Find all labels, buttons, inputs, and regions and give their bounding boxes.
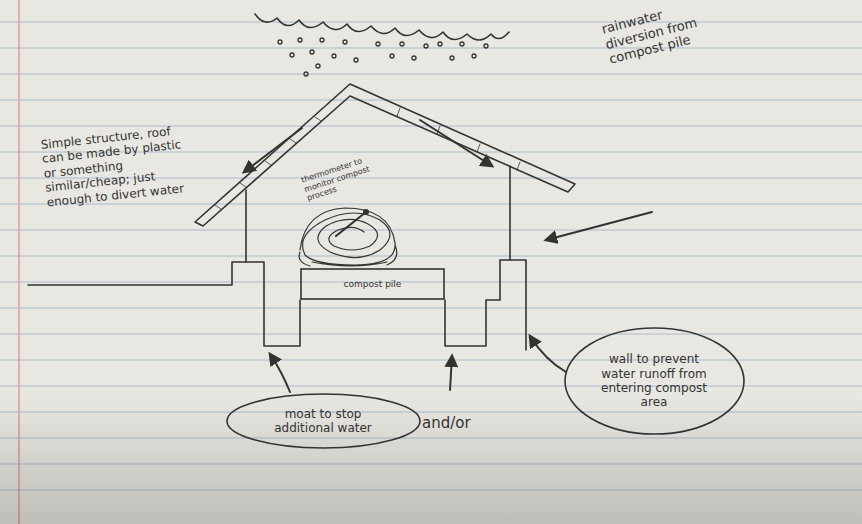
outline [565,328,744,434]
node-text: compost pile [333,279,413,290]
structure-note: Simple structure, roof can be made by pl… [40,122,197,209]
structure-posts [246,166,510,262]
node-text: moat to stop additional water [258,407,388,436]
and-or-note: and/or [422,414,482,432]
thermometer-note: thermometer to monitor compost process [300,152,383,203]
diversion-note: rainwater diversion from compost pile [600,0,728,67]
moat-oval: moat to stop additional water [225,392,422,450]
wall-oval: wall to prevent water runoff from enteri… [563,326,746,436]
raindrops [278,38,488,76]
outline [227,394,420,448]
roof-hatching [215,108,520,209]
compost-pile-scribble [299,208,397,266]
arrows [244,120,652,392]
roof [195,84,575,226]
outline [301,269,444,299]
ground-moat-wall [28,260,526,350]
compost-pile-box: compost pile [300,268,445,300]
node-text: wall to prevent water runoff from enteri… [594,352,714,410]
thermometer-bulb [363,209,369,215]
thermometer [336,212,366,236]
cloud [255,14,509,40]
